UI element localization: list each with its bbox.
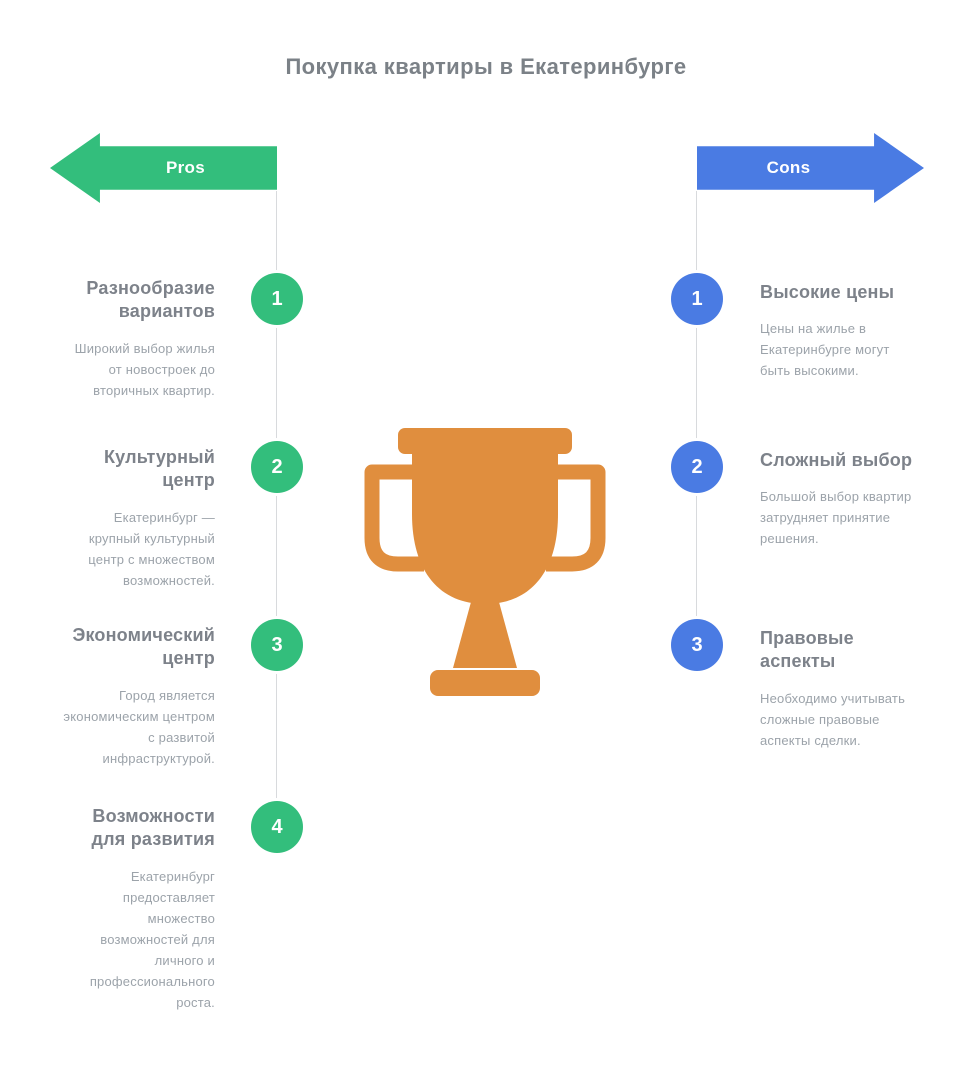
pros-connector-line bbox=[276, 191, 277, 827]
trophy-icon bbox=[364, 428, 606, 696]
cons-item-3: Правовые аспекты Необходимо учитывать сл… bbox=[760, 627, 922, 751]
cons-step-badge-2: 2 bbox=[671, 441, 723, 493]
trophy-base bbox=[430, 670, 540, 696]
pros-step-badge-2: 2 bbox=[251, 441, 303, 493]
cons-item-1: Высокие цены Цены на жилье в Екатеринбур… bbox=[760, 281, 922, 382]
pros-item-3: Экономический центр Город является эконо… bbox=[63, 624, 215, 769]
pros-item-1: Разнообразие вариантов Широкий выбор жил… bbox=[63, 277, 215, 401]
item-title: Сложный выбор bbox=[760, 450, 913, 470]
cons-step-badge-3: 3 bbox=[671, 619, 723, 671]
item-text: Цены на жилье в Екатеринбурге могут быть… bbox=[760, 321, 890, 379]
cons-arrow-label: Cons bbox=[766, 158, 811, 177]
item-title: Возможности для развития bbox=[91, 806, 215, 850]
pros-step-badge-3: 3 bbox=[251, 619, 303, 671]
item-title: Высокие цены bbox=[760, 282, 895, 302]
item-text: Большой выбор квартир затрудняет приняти… bbox=[760, 489, 912, 547]
item-title: Правовые аспекты bbox=[760, 628, 854, 672]
pros-item-2: Культурный центр Екатеринбург — крупный … bbox=[63, 446, 215, 591]
item-text: Екатеринбург предоставляет множество воз… bbox=[89, 868, 215, 1011]
pros-arrow: Pros bbox=[50, 133, 277, 203]
page-title: Покупка квартиры в Екатеринбурге bbox=[285, 54, 687, 79]
step-number: 3 bbox=[271, 633, 283, 656]
cons-arrow: Cons bbox=[697, 133, 924, 203]
trophy-left-handle bbox=[364, 464, 424, 572]
step-number: 2 bbox=[691, 455, 703, 478]
item-text: Широкий выбор жилья от новостроек до вто… bbox=[74, 340, 215, 398]
pros-step-badge-4: 4 bbox=[251, 801, 303, 853]
pros-item-4: Возможности для развития Екатеринбург пр… bbox=[63, 805, 215, 1013]
item-text: Екатеринбург — крупный культурный центр … bbox=[88, 509, 215, 588]
step-number: 1 bbox=[691, 287, 703, 310]
item-title: Культурный центр bbox=[103, 447, 215, 491]
trophy-cup bbox=[412, 454, 558, 604]
step-number: 3 bbox=[691, 633, 703, 656]
item-title: Разнообразие вариантов bbox=[86, 278, 215, 322]
item-title: Экономический центр bbox=[72, 625, 215, 669]
step-number: 2 bbox=[271, 455, 283, 478]
cons-connector-line bbox=[696, 191, 697, 645]
item-text: Город является экономическим центром с р… bbox=[63, 687, 215, 766]
cons-step-badge-1: 1 bbox=[671, 273, 723, 325]
trophy-rim bbox=[398, 428, 572, 454]
step-number: 1 bbox=[271, 287, 283, 310]
step-number: 4 bbox=[271, 815, 283, 838]
item-text: Необходимо учитывать сложные правовые ас… bbox=[760, 690, 906, 748]
trophy-stem bbox=[453, 602, 517, 668]
trophy-right-handle bbox=[546, 464, 606, 572]
cons-item-2: Сложный выбор Большой выбор квартир затр… bbox=[760, 449, 922, 550]
pros-arrow-label: Pros bbox=[166, 158, 205, 177]
pros-step-badge-1: 1 bbox=[251, 273, 303, 325]
